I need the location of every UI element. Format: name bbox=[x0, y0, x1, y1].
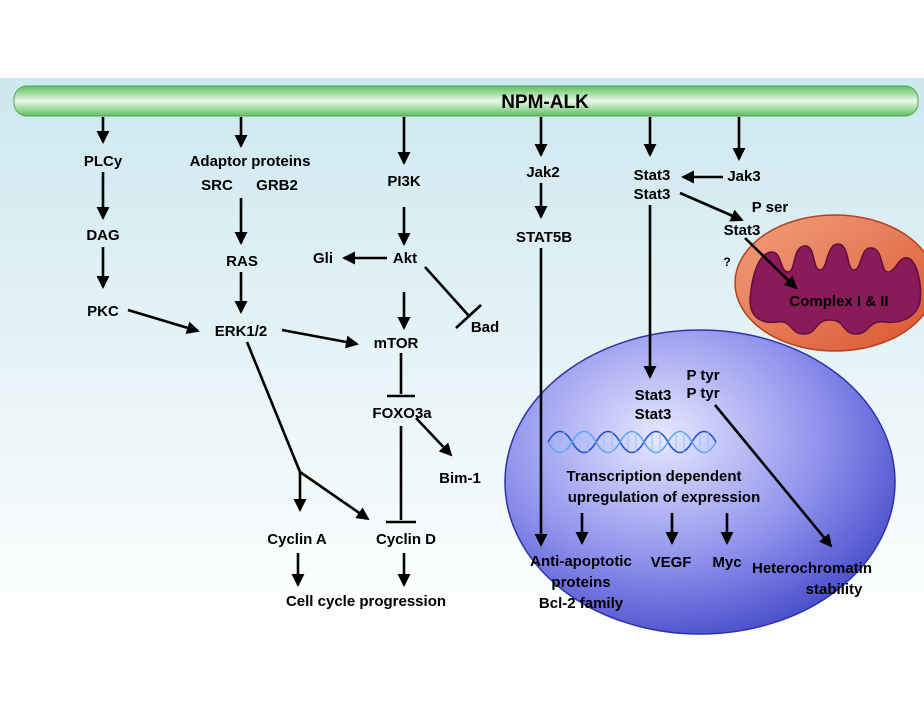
npm-alk-bar bbox=[13, 85, 919, 117]
node-jak2: Jak2 bbox=[526, 164, 559, 181]
node-anti-apoptotic-3: Bcl-2 family bbox=[539, 595, 624, 612]
node-question: ? bbox=[723, 255, 730, 269]
node-jak3: Jak3 bbox=[727, 168, 760, 185]
node-anti-apoptotic-2: proteins bbox=[551, 574, 610, 591]
node-grb2: GRB2 bbox=[256, 177, 298, 194]
node-bad: Bad bbox=[471, 319, 499, 336]
node-stat3-top-2: Stat3 bbox=[634, 186, 671, 203]
pathway-edges bbox=[96, 117, 833, 587]
node-mtor: mTOR bbox=[374, 335, 419, 352]
npm-alk-label: NPM-ALK bbox=[501, 92, 589, 113]
node-gli: Gli bbox=[313, 250, 333, 267]
node-adaptor-proteins: Adaptor proteins bbox=[190, 153, 311, 170]
node-stat3-nuc-1: Stat3 bbox=[635, 387, 672, 404]
node-stat3-top-1: Stat3 bbox=[634, 167, 671, 184]
node-erk: ERK1/2 bbox=[215, 323, 268, 340]
node-stat5b: STAT5B bbox=[516, 229, 572, 246]
node-p-tyr-1: P tyr bbox=[686, 367, 719, 384]
node-cyclin-a: Cyclin A bbox=[267, 531, 327, 548]
node-transcription-1: Transcription dependent bbox=[566, 468, 741, 485]
node-cyclin-d: Cyclin D bbox=[376, 531, 436, 548]
node-stat3-mito: Stat3 bbox=[724, 222, 761, 239]
node-ras: RAS bbox=[226, 253, 258, 270]
dna-helix-icon bbox=[547, 430, 717, 454]
node-pkc: PKC bbox=[87, 303, 119, 320]
node-p-tyr-2: P tyr bbox=[686, 385, 719, 402]
node-stat3-nuc-2: Stat3 bbox=[635, 406, 672, 423]
node-vegf: VEGF bbox=[651, 554, 692, 571]
node-p-ser: P ser bbox=[752, 199, 789, 216]
node-anti-apoptotic-1: Anti-apoptotic bbox=[530, 553, 632, 570]
node-stability: stability bbox=[806, 581, 863, 598]
node-bim1: Bim-1 bbox=[439, 470, 481, 487]
node-complex-i-ii: Complex I & II bbox=[789, 293, 888, 310]
node-plcy: PLCy bbox=[84, 153, 123, 170]
node-pi3k: PI3K bbox=[387, 173, 421, 190]
nucleus bbox=[504, 329, 896, 635]
node-foxo3a: FOXO3a bbox=[372, 405, 432, 422]
node-myc: Myc bbox=[712, 554, 741, 571]
node-src: SRC bbox=[201, 177, 233, 194]
node-transcription-2: upregulation of expression bbox=[568, 489, 761, 506]
node-cell-cycle-progression: Cell cycle progression bbox=[286, 593, 446, 610]
mitochondrion bbox=[734, 214, 924, 352]
node-dag: DAG bbox=[86, 227, 119, 244]
node-akt: Akt bbox=[393, 250, 417, 267]
node-heterochromatin: Heterochromatin bbox=[752, 560, 872, 577]
